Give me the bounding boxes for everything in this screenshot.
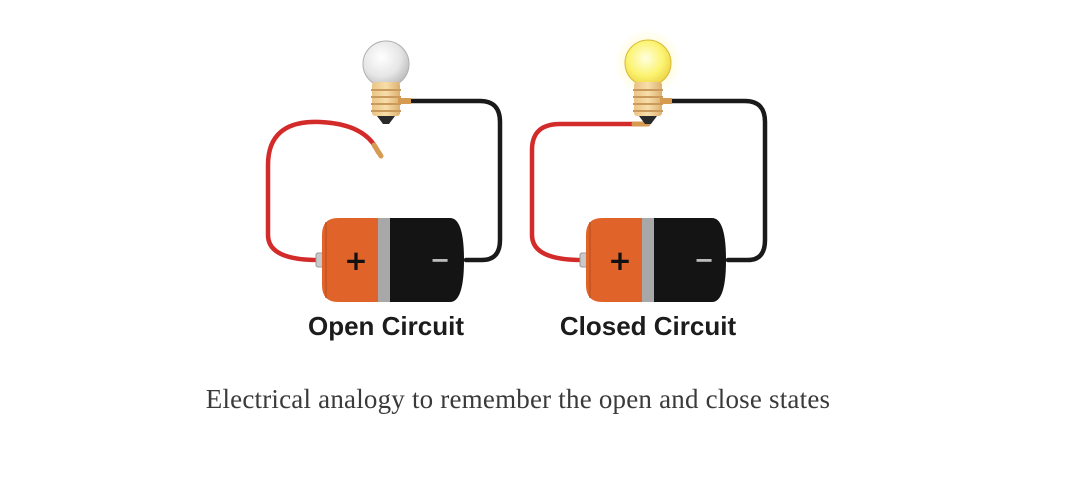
wire-tip bbox=[371, 142, 384, 159]
light-bulb-off-icon bbox=[362, 40, 411, 124]
closed-circuit-label: Closed Circuit bbox=[560, 311, 737, 341]
minus-sign: − bbox=[694, 246, 714, 274]
closed-circuit: + − Closed Circuit bbox=[529, 29, 768, 341]
plus-sign: + bbox=[608, 244, 631, 277]
light-bulb-on-icon bbox=[614, 29, 682, 124]
figure-caption: Electrical analogy to remember the open … bbox=[205, 384, 831, 414]
red-wire bbox=[529, 121, 643, 263]
black-wire bbox=[407, 98, 503, 263]
open-circuit: + − Open Circuit bbox=[265, 40, 503, 341]
red-wire bbox=[265, 119, 381, 263]
plus-sign: + bbox=[344, 244, 367, 277]
battery: + − bbox=[315, 218, 464, 302]
open-circuit-label: Open Circuit bbox=[308, 311, 464, 341]
battery: + − bbox=[579, 218, 726, 302]
black-wire bbox=[667, 98, 768, 263]
minus-sign: − bbox=[430, 246, 450, 274]
